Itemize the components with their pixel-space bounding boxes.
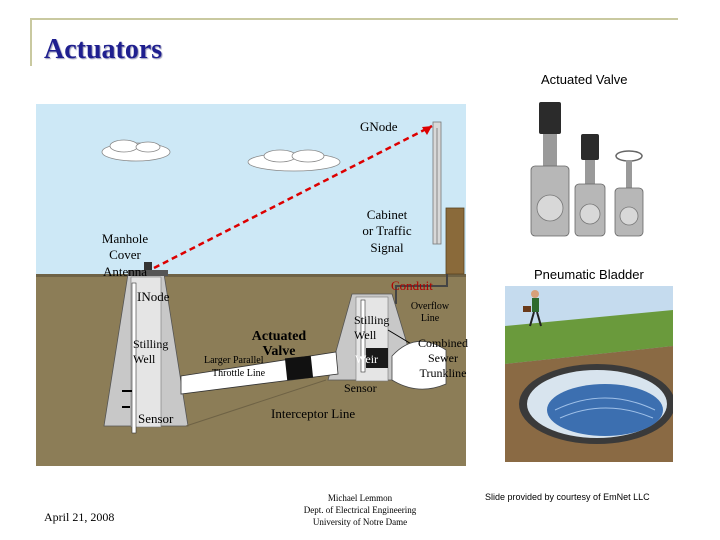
courtesy-note: Slide provided by courtesy of EmNet LLC — [485, 492, 650, 502]
gnode-label: GNode — [360, 119, 398, 134]
larger-parallel-label: Larger Parallel — [204, 355, 264, 366]
combined-sewer-label-line-3: Trunkline — [419, 366, 467, 380]
author-name: Michael Lemmon — [327, 493, 393, 503]
right-stilling-well-label: Stilling Well — [354, 313, 396, 343]
combined-sewer-label-line-2: Sewer — [428, 351, 458, 365]
manhole-label: Manhole Cover Antenna — [90, 231, 160, 280]
actuated-valve-photo — [509, 96, 649, 246]
left-stilling-well-label: Stilling Well — [133, 337, 173, 367]
cloud-right — [247, 149, 341, 172]
manhole-antenna — [144, 262, 152, 270]
author-university: University of Notre Dame — [312, 517, 408, 528]
manhole-label-line-1: Manhole — [101, 231, 149, 246]
manhole-label-line-3: Antenna — [102, 263, 148, 279]
weir-block — [366, 348, 388, 368]
valve-unit-2 — [574, 134, 606, 237]
cabinet-label-line-1: Cabinet — [366, 207, 408, 222]
walking-person — [523, 290, 542, 327]
cabinet-label-line-3: Signal — [370, 239, 404, 255]
conduit-line — [395, 274, 448, 304]
actuated-valve-label-line-2: Valve — [262, 344, 296, 360]
overflow-label-line-2: Line — [420, 313, 440, 324]
left-stilling-well-label-line-2: Well — [133, 352, 156, 366]
wireless-signal-line — [153, 124, 433, 270]
slide-date: April 21, 2008 — [44, 510, 115, 524]
combined-sewer-label-line-1: Combined — [418, 336, 468, 350]
sewer-network-diagram — [36, 104, 466, 466]
right-stilling-well-label-line-2: Well — [354, 328, 377, 342]
right-stilling-well-label-line-1: Stilling — [354, 313, 390, 327]
interceptor-line-label: Interceptor Line — [271, 406, 356, 421]
cabinet-label-line-2: or Traffic — [362, 223, 412, 239]
inflated-bladder — [547, 384, 663, 436]
actuated-valve-block — [284, 355, 314, 381]
actuated-valve-caption: Actuated Valve — [541, 72, 628, 87]
sky-background — [36, 104, 466, 274]
signal-arrowhead — [422, 126, 432, 135]
overflow-label: Overflow Line — [402, 301, 458, 325]
cabinet-box — [445, 207, 465, 275]
manhole-cover — [128, 270, 168, 276]
manhole-label-line-2: Cover — [109, 247, 141, 263]
right-sensor-label: Sensor — [344, 381, 377, 395]
slide-title: Actuators — [44, 34, 163, 65]
actuated-valve-label-line-1: Actuated — [251, 329, 307, 344]
pneumatic-bladder-caption: Pneumatic Bladder — [534, 267, 644, 282]
inode-label: INode — [137, 289, 170, 304]
slide-frame-top — [30, 18, 678, 20]
valve-unit-3 — [614, 150, 644, 237]
left-stilling-well-pipe — [131, 282, 137, 434]
overflow-label-line-1: Overflow — [410, 301, 450, 312]
weir-label: Weir — [355, 352, 379, 366]
author-credit: Michael Lemmon Dept. of Electrical Engin… — [290, 492, 430, 528]
actuated-valve-diagram-label: Actuated Valve — [248, 329, 310, 360]
slide-frame-left — [30, 18, 32, 66]
combined-sewer-label: Combined Sewer Trunkline — [414, 336, 472, 381]
cloud-left — [101, 139, 171, 162]
left-stilling-well-label-line-1: Stilling — [133, 337, 169, 351]
valve-unit-1 — [530, 102, 570, 237]
author-department: Dept. of Electrical Engineering — [303, 505, 417, 516]
cabinet-label: Cabinet or Traffic Signal — [347, 207, 427, 256]
pneumatic-bladder-photo — [505, 286, 673, 462]
conduit-label: Conduit — [391, 278, 433, 293]
left-sensor-label: Sensor — [138, 411, 174, 426]
right-stilling-well-pipe — [360, 299, 366, 373]
combined-sewer-trunkline — [391, 340, 447, 390]
throttle-line-label: Throttle Line — [212, 368, 266, 379]
